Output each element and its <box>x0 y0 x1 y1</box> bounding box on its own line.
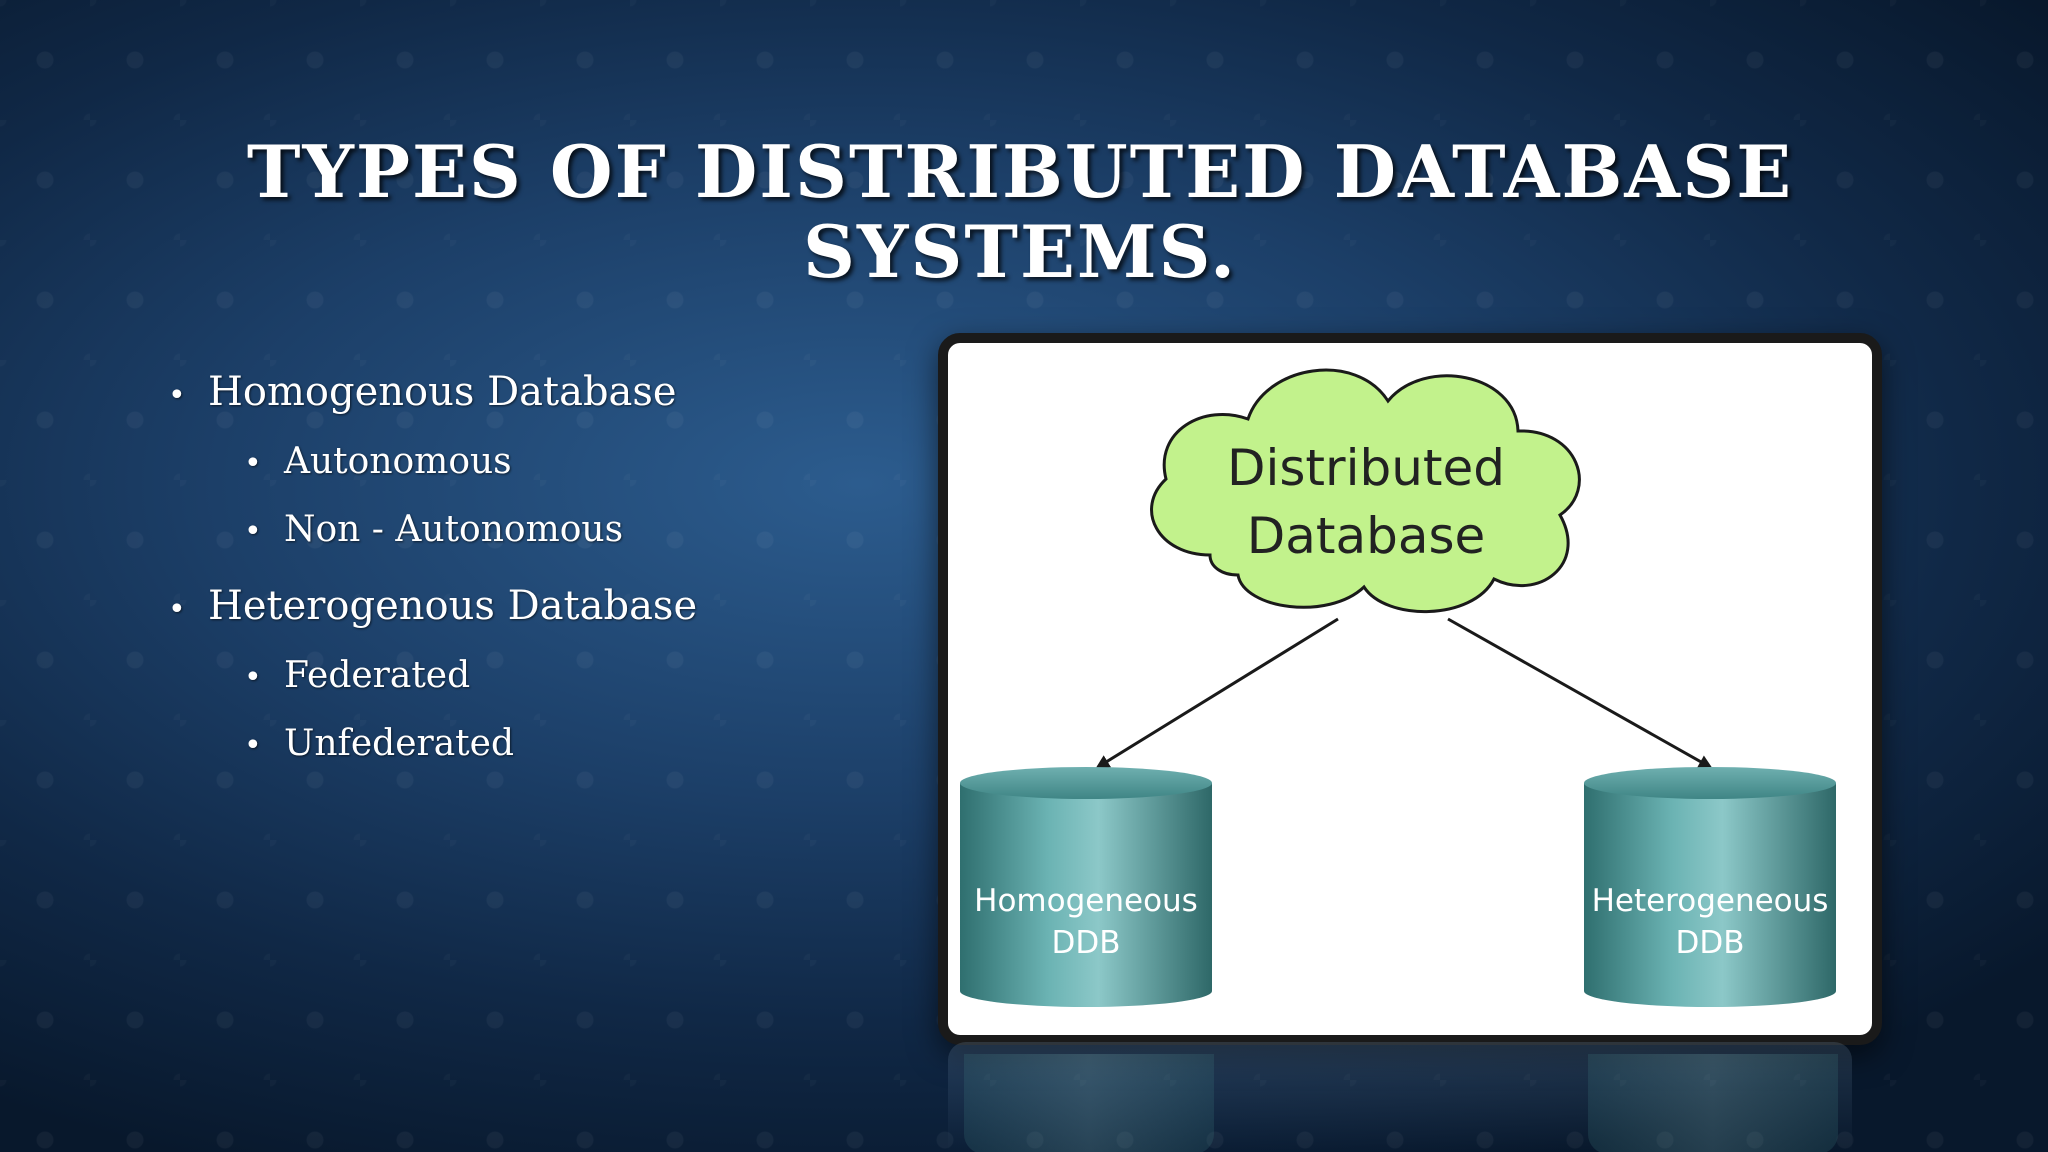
cylinder-body <box>1584 783 1836 1007</box>
bullet-label: Homogenous Database <box>208 369 677 415</box>
cloud-outline <box>1150 368 1581 613</box>
sub-bullet-label: Unfederated <box>284 723 514 764</box>
reflection-cylinder-right <box>1588 1054 1838 1152</box>
arrow-to-heterogeneous <box>1447 617 1713 769</box>
sub-bullet-label: Autonomous <box>284 441 512 482</box>
slide-title: TYPES OF DISTRIBUTED DATABASE SYSTEMS. <box>200 132 1840 292</box>
sub-bullet-item: • Unfederated <box>244 718 928 772</box>
heterogeneous-db-cylinder: Heterogeneous DDB <box>1584 767 1836 1007</box>
cylinder-top <box>960 767 1212 799</box>
sub-bullet-label: Federated <box>284 655 471 696</box>
bullet-group-homogenous: • Homogenous Database • Autonomous • Non… <box>168 364 928 558</box>
homogeneous-db-label-line-1: Homogeneous <box>974 883 1198 919</box>
bullet-dot-icon: • <box>244 514 262 549</box>
bullet-group-heterogenous: • Heterogenous Database • Federated • Un… <box>168 578 928 772</box>
heterogeneous-db-label-line-1: Heterogeneous <box>1592 883 1829 919</box>
bullet-item: • Heterogenous Database <box>168 578 928 638</box>
bullet-dot-icon: • <box>244 446 262 481</box>
bullet-list: • Homogenous Database • Autonomous • Non… <box>168 364 928 792</box>
sub-bullet-item: • Non - Autonomous <box>244 504 928 558</box>
cylinder-top <box>1584 767 1836 799</box>
bullet-dot-icon: • <box>168 592 186 627</box>
homogeneous-db-label-line-2: DDB <box>1051 925 1120 961</box>
cloud-label-line-2: Database <box>1247 507 1486 565</box>
bullet-dot-icon: • <box>168 378 186 413</box>
bullet-dot-icon: • <box>244 660 262 695</box>
sub-bullet-item: • Federated <box>244 650 928 704</box>
diagram-frame: Distributed Database Homogeneous DDB Het… <box>938 333 1882 1045</box>
sub-bullet-label: Non - Autonomous <box>284 509 624 550</box>
homogeneous-db-cylinder: Homogeneous DDB <box>960 767 1212 1007</box>
arrow-to-homogeneous <box>1095 617 1339 769</box>
slide-title-line-1: TYPES OF DISTRIBUTED DATABASE <box>246 129 1794 214</box>
heterogeneous-db-label-line-2: DDB <box>1675 925 1744 961</box>
bullet-label: Heterogenous Database <box>208 583 698 629</box>
bullet-item: • Homogenous Database <box>168 364 928 424</box>
cylinder-body <box>960 783 1212 1007</box>
sub-bullet-item: • Autonomous <box>244 436 928 490</box>
bullet-dot-icon: • <box>244 728 262 763</box>
cloud-shape: Distributed Database <box>1150 368 1581 613</box>
distributed-database-diagram: Distributed Database Homogeneous DDB Het… <box>960 368 1836 1007</box>
diagram-reflection <box>948 1042 1852 1152</box>
reflection-cylinder-left <box>964 1054 1214 1152</box>
cloud-label-line-1: Distributed <box>1227 439 1505 497</box>
slide-title-line-2: SYSTEMS. <box>802 209 1238 294</box>
